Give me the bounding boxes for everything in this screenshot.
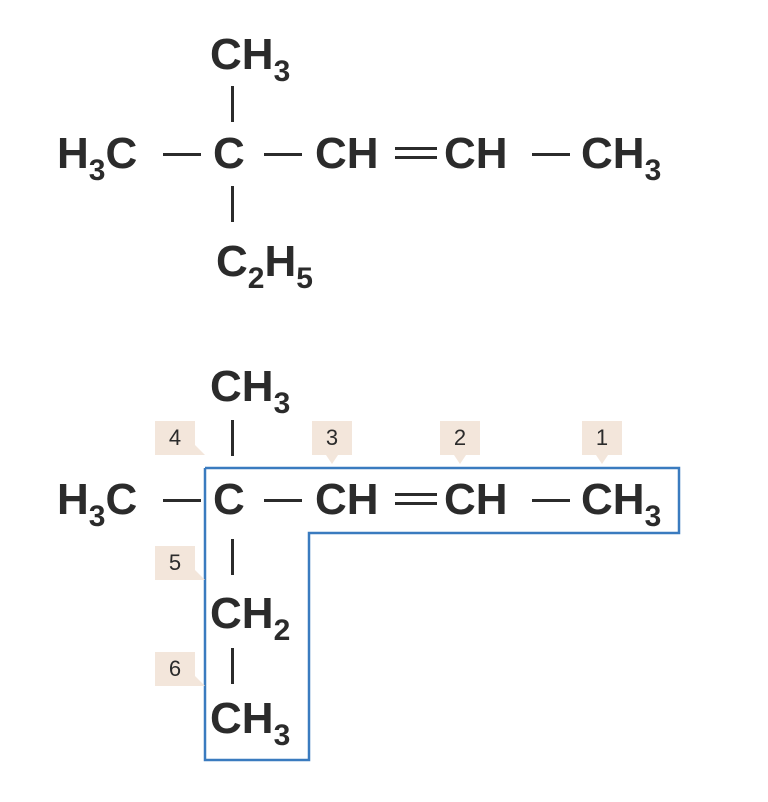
- number-tag-4: 4: [155, 421, 205, 455]
- left-methyl-group: H3C: [57, 129, 138, 187]
- bond-c2-c1: [532, 499, 570, 502]
- bond-vertical-top: [231, 420, 234, 456]
- left-methyl-group: H3C: [57, 475, 138, 533]
- ethyl-group: C2H5: [216, 237, 313, 295]
- number-tag-6: 6: [155, 652, 205, 686]
- quaternary-carbon: C: [213, 129, 245, 178]
- ch-atom-a: CH: [315, 129, 379, 178]
- right-methyl-group: CH3: [581, 129, 662, 187]
- carbon-5: CH2: [210, 589, 291, 647]
- carbon-1: CH3: [581, 475, 662, 533]
- top-methyl-group: CH3: [210, 30, 291, 88]
- number-tag-5: 5: [155, 546, 205, 580]
- carbon-4: C: [213, 475, 245, 524]
- bond-c4-c3: [264, 499, 302, 502]
- double-bond: [395, 493, 437, 505]
- ch-atom-b: CH: [444, 129, 508, 178]
- bond-h3c-c: [163, 153, 201, 156]
- carbon-6: CH3: [210, 694, 291, 752]
- carbon-3: CH: [315, 475, 379, 524]
- bond-c4-c5: [231, 539, 234, 575]
- bond-c5-c6: [231, 648, 234, 684]
- number-tag-2: 2: [440, 421, 480, 464]
- number-tag-1: 1: [582, 421, 622, 464]
- top-methyl-group: CH3: [210, 362, 291, 420]
- bond-h3c-c: [163, 499, 201, 502]
- double-bond: [395, 147, 437, 159]
- bond-c-ch: [264, 153, 302, 156]
- bond-ch-ch3: [532, 153, 570, 156]
- number-tag-3: 3: [312, 421, 352, 464]
- bond-vertical-top: [231, 86, 234, 122]
- bond-vertical-bottom: [231, 186, 234, 222]
- carbon-2: CH: [444, 475, 508, 524]
